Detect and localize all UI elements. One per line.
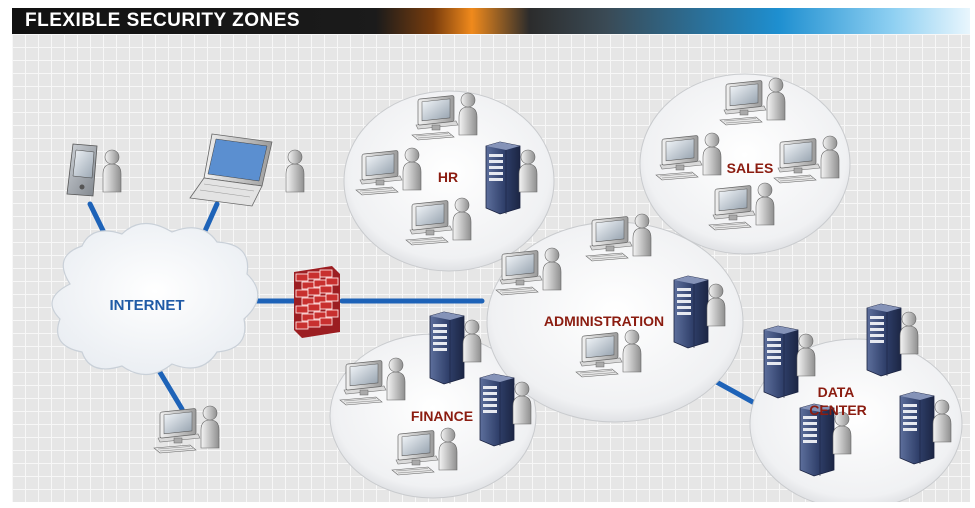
zone-label-sales: SALES (727, 160, 774, 176)
zone-hr (343, 90, 555, 272)
laptop-icon (189, 133, 305, 207)
zone-label-data-center-line1: DATA (818, 384, 855, 400)
zone-label-hr: HR (438, 169, 458, 185)
cloud-icon (51, 222, 259, 376)
diagram-title: FLEXIBLE SECURITY ZONES (25, 10, 301, 31)
zone-label-finance: FINANCE (411, 408, 473, 424)
title-bar: FLEXIBLE SECURITY ZONES (12, 8, 970, 34)
diagram-canvas: INTERNET (12, 34, 970, 502)
zone-label-data-center-line2: CENTER (809, 402, 867, 418)
network-diagram: INTERNET (51, 73, 963, 502)
zone-label-internet: INTERNET (110, 297, 185, 314)
zone-label-administration: ADMINISTRATION (544, 313, 664, 329)
diagram-frame: FLEXIBLE SECURITY ZONES (12, 8, 970, 502)
pda-icon (66, 143, 122, 197)
zone-sales (639, 73, 851, 255)
workstation-icon (154, 406, 219, 453)
firewall-icon (294, 266, 340, 338)
